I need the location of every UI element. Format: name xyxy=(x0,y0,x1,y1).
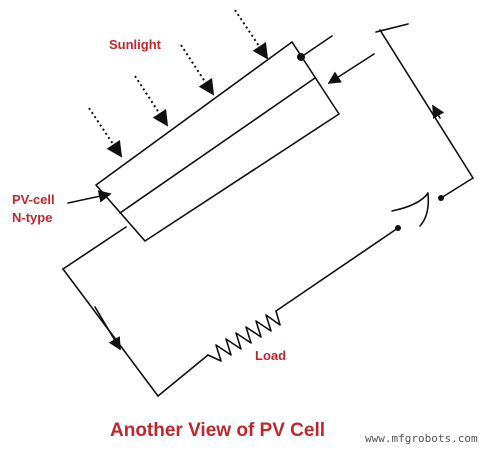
pv-cell-label: PV-cell xyxy=(12,192,55,207)
load-label: Load xyxy=(255,348,287,363)
sunlight-rays xyxy=(88,9,269,158)
switch xyxy=(391,192,444,231)
right-wire xyxy=(375,23,474,199)
n-type-label: N-type xyxy=(12,210,53,225)
sunlight-label: Sunlight xyxy=(109,37,161,52)
pv-cell-pointer-arrow xyxy=(67,190,112,204)
load-to-corner-wire xyxy=(157,354,209,397)
left-wire xyxy=(62,226,159,397)
watermark: www.mfgrobots.com xyxy=(365,432,478,445)
pv-cell-panel xyxy=(95,41,340,242)
top-terminal xyxy=(297,35,333,61)
current-arrow-into-cell xyxy=(327,53,375,84)
load-resistor xyxy=(207,310,281,362)
figure-caption: Another View of PV Cell xyxy=(110,420,326,441)
switch-to-load-wire xyxy=(275,227,399,312)
